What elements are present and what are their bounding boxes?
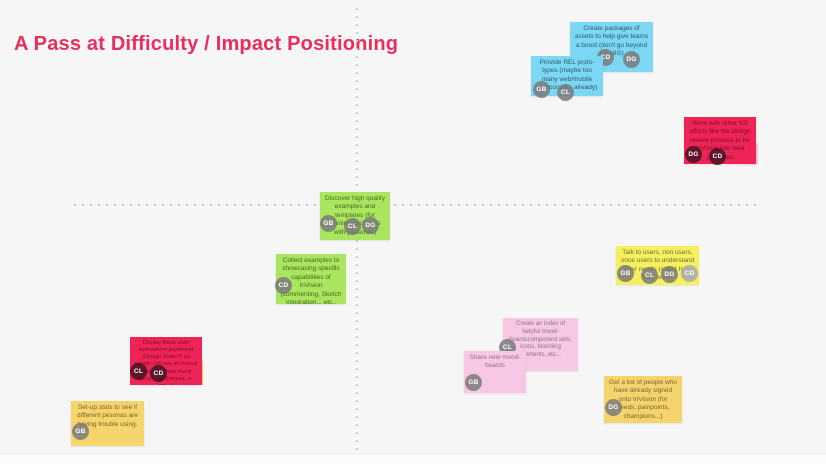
avatar-cl[interactable]: CL	[641, 267, 658, 284]
avatar-cd[interactable]: CD	[275, 277, 292, 294]
horizontal-axis-line	[74, 204, 757, 206]
sticky-note-text: Share new mood-boards	[469, 354, 521, 370]
sticky-note-text: Create an index of helpful mood-boardsco…	[509, 321, 572, 359]
page-title: A Pass at Difficulty / Impact Positionin…	[14, 33, 399, 56]
avatar-gb[interactable]: GB	[617, 265, 634, 282]
sticky-note-text: Set-up stats to see if different pesonas…	[77, 404, 138, 428]
avatar-gb[interactable]: GB	[72, 423, 89, 440]
sticky-note-text: Get a list of people who have already si…	[609, 379, 677, 420]
avatar-dg[interactable]: DG	[362, 217, 379, 234]
avatar-cd[interactable]: CD	[681, 265, 698, 282]
avatar-gb[interactable]: GB	[320, 215, 337, 232]
avatar-dg[interactable]: DG	[605, 399, 622, 416]
canvas-bottom-edge	[0, 453, 826, 464]
avatar-cl[interactable]: CL	[344, 218, 361, 235]
avatar-dg[interactable]: DG	[661, 266, 678, 283]
avatar-cd[interactable]: CD	[709, 148, 726, 165]
avatar-cl[interactable]: CL	[130, 363, 147, 380]
sticky-note-text: Collect examples to showcasing specific …	[280, 257, 342, 304]
avatar-gb[interactable]: GB	[465, 374, 482, 391]
avatar-gb[interactable]: GB	[533, 81, 550, 98]
avatar-dg[interactable]: DG	[685, 146, 702, 163]
avatar-dg[interactable]: DG	[623, 51, 640, 68]
avatar-cl[interactable]: CL	[557, 84, 574, 101]
sticky-note-text: Display these stats somewhere prominent …	[135, 340, 198, 385]
sticky-note-collect-examples[interactable]: Collect examples to showcasing specific …	[276, 254, 346, 304]
avatar-cd[interactable]: CD	[150, 365, 167, 382]
